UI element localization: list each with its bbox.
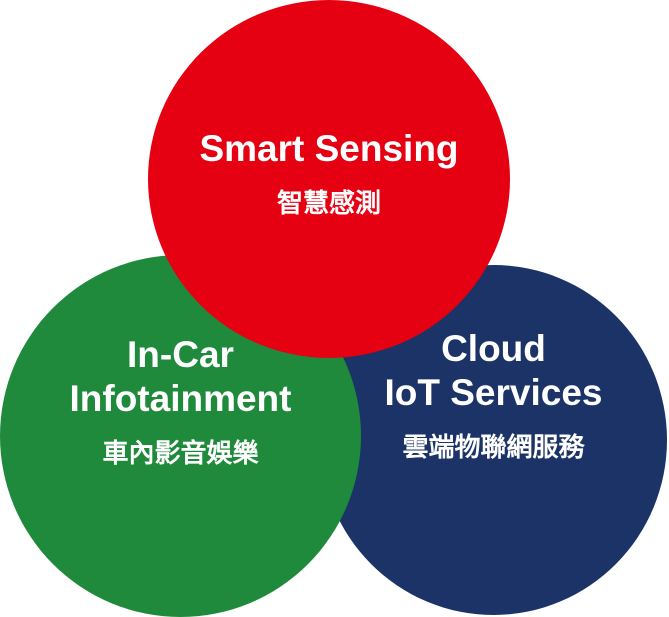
infotainment-title-line2: Infotainment bbox=[69, 377, 292, 419]
cloud-title-line1: Cloud bbox=[441, 327, 546, 369]
smart-sensing-title: Smart Sensing bbox=[199, 127, 459, 169]
cloud-label-group: Cloud IoT Services 雲端物聯網服務 bbox=[384, 327, 602, 464]
smart-sensing-circle: Smart Sensing 智慧感測 bbox=[148, 0, 510, 358]
infotainment-label-group: In-Car Infotainment 車內影音娛樂 bbox=[70, 333, 292, 470]
cloud-title-line2: IoT Services bbox=[384, 371, 603, 413]
infotainment-title-line1: In-Car bbox=[127, 333, 234, 375]
cloud-chinese-label: 雲端物聯網服務 bbox=[402, 432, 585, 463]
infotainment-chinese-label: 車內影音娛樂 bbox=[102, 438, 259, 469]
smart-sensing-chinese-label: 智慧感測 bbox=[276, 188, 381, 219]
in-car-infotainment-circle: In-Car Infotainment 車內影音娛樂 bbox=[0, 255, 361, 617]
